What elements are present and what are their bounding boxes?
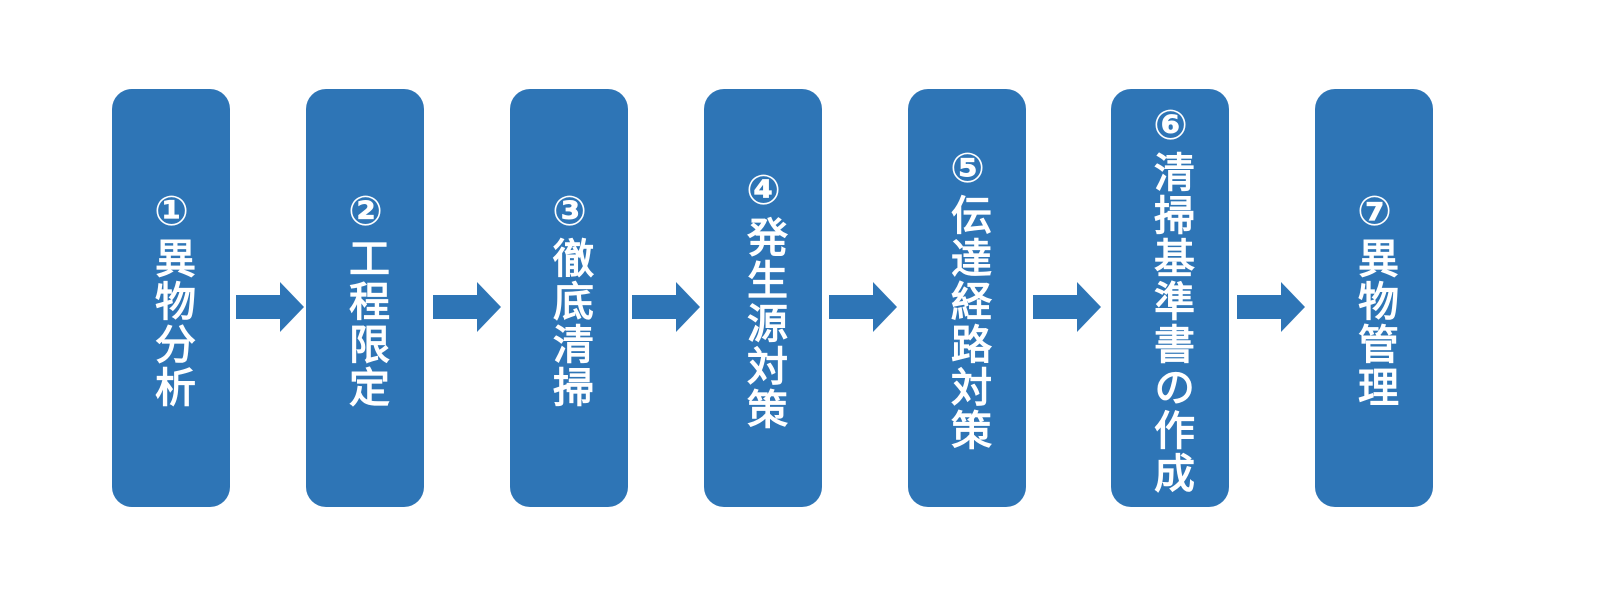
right-arrow-icon bbox=[829, 282, 897, 332]
step-box-7: ⑦異物管理 bbox=[1315, 89, 1433, 507]
step-label: ③徹底清掃 bbox=[545, 187, 594, 409]
right-arrow-icon bbox=[1033, 282, 1101, 332]
step-label: ②工程限定 bbox=[341, 187, 390, 409]
step-label: ⑦異物管理 bbox=[1350, 187, 1399, 409]
right-arrow-icon bbox=[1237, 282, 1305, 332]
step-label: ⑤伝達経路対策 bbox=[943, 144, 992, 452]
step-label: ①異物分析 bbox=[147, 187, 196, 409]
right-arrow-icon bbox=[236, 282, 304, 332]
right-arrow-icon bbox=[632, 282, 700, 332]
step-box-3: ③徹底清掃 bbox=[510, 89, 628, 507]
step-box-1: ①異物分析 bbox=[112, 89, 230, 507]
step-label: ⑥清掃基準書の作成 bbox=[1146, 101, 1195, 495]
step-box-5: ⑤伝達経路対策 bbox=[908, 89, 1026, 507]
step-box-2: ②工程限定 bbox=[306, 89, 424, 507]
step-label: ④発生源対策 bbox=[739, 165, 788, 431]
right-arrow-icon bbox=[433, 282, 501, 332]
step-box-6: ⑥清掃基準書の作成 bbox=[1111, 89, 1229, 507]
step-box-4: ④発生源対策 bbox=[704, 89, 822, 507]
